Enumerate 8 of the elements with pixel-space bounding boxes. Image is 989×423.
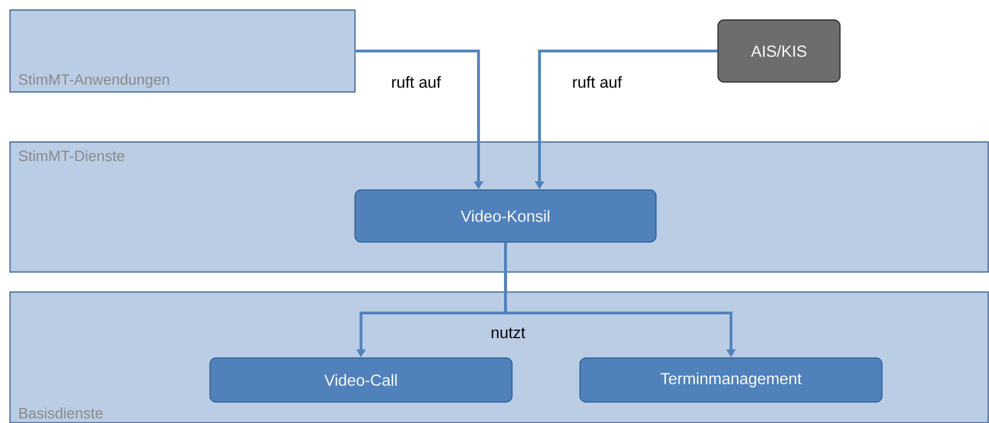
edge-label: ruft auf (390, 75, 442, 89)
edge-label: ruft auf (571, 75, 623, 89)
service-box: Video-Call (209, 357, 513, 403)
edge-label: nutzt (490, 326, 526, 340)
service-box: Terminmanagement (579, 357, 883, 403)
layer-band: StimMT-Anwendungen (9, 9, 356, 93)
service-box: Video-Konsil (354, 189, 657, 243)
system-box: AIS/KIS (717, 19, 841, 83)
